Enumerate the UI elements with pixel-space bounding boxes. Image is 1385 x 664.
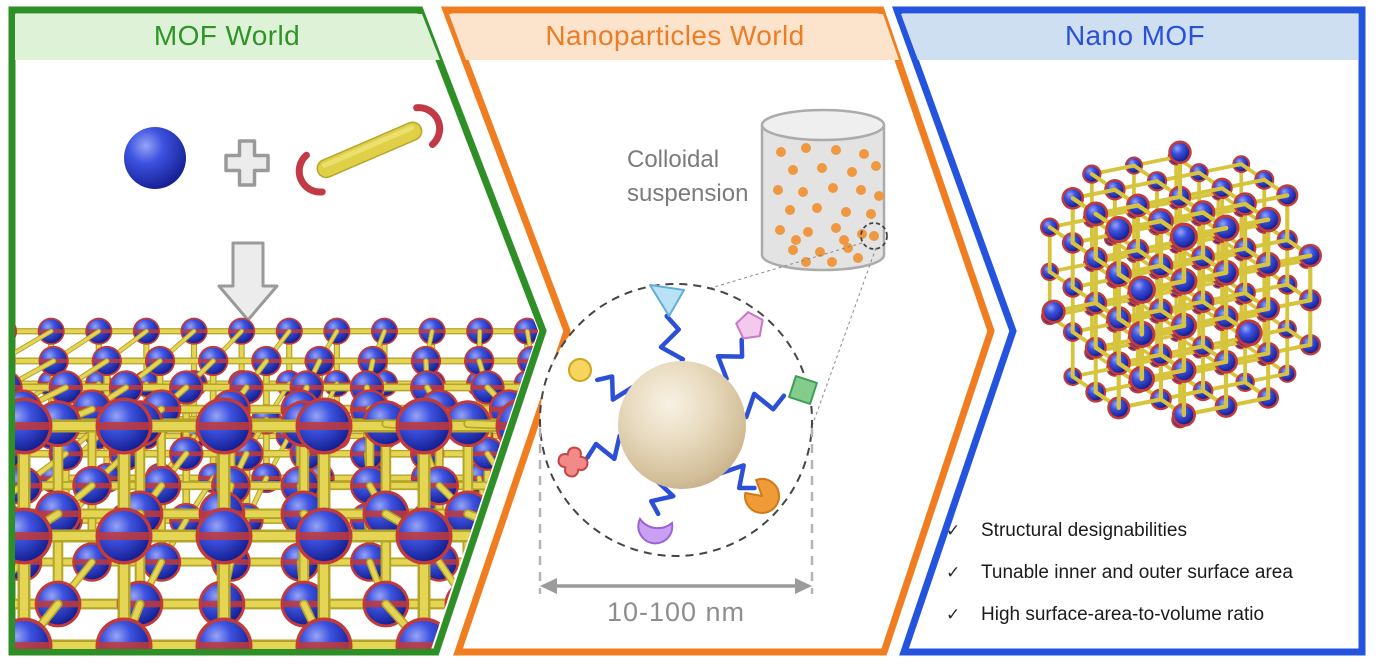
panel-title-nanoparticles-world: Nanoparticles World [545, 20, 805, 51]
metal-node-icon [124, 127, 186, 189]
circle-end-icon [568, 358, 592, 382]
square-end-icon [788, 375, 818, 405]
nano-mof-feature-list: ✓ Structural designabilities ✓ Tunable i… [946, 520, 1366, 646]
plus-icon [224, 139, 270, 187]
feature-label: Structural designabilities [981, 520, 1187, 541]
nano-mof-header-band [901, 14, 1358, 60]
panel-title-mof-world: MOF World [153, 20, 301, 51]
colloid-dots [773, 143, 884, 267]
zoom-circle-small [860, 222, 888, 250]
organic-linker-icon [295, 104, 444, 196]
panel-title-nano-mof: Nano MOF [1064, 20, 1206, 51]
feature-label: High surface-area-to-volume ratio [981, 604, 1265, 625]
dimension-lines [538, 428, 814, 594]
nano-mof-sphere-graphic [1039, 140, 1323, 429]
down-arrow-icon [217, 241, 279, 322]
check-icon: ✓ [946, 605, 961, 625]
feature-item: ✓ Structural designabilities [946, 520, 1366, 546]
ligand-end-groups [557, 284, 818, 545]
nanoparticles-world-header-band [449, 14, 899, 60]
feature-item: ✓ Tunable inner and outer surface area [946, 562, 1366, 588]
mof-world-header-band [15, 14, 440, 60]
crescent-end-icon [637, 517, 674, 545]
dimension-arrow [540, 578, 812, 594]
check-icon: ✓ [946, 521, 961, 541]
check-icon: ✓ [946, 563, 961, 583]
nanoparticles-world-content [538, 108, 888, 594]
triangle-end-icon [649, 284, 685, 317]
nanoparticle-core [618, 361, 746, 489]
feature-item: ✓ High surface-area-to-volume ratio [946, 604, 1366, 630]
zoom-cone-lines [579, 242, 877, 444]
pacman-end-icon [744, 477, 780, 514]
size-scale-label: 10-100 nm [606, 597, 746, 627]
pentagon-end-icon [735, 311, 764, 340]
beaker-graphic [760, 108, 886, 272]
feature-label: Tunable inner and outer surface area [981, 562, 1293, 583]
clover-end-icon [557, 446, 589, 478]
colloidal-suspension-label: Colloidal suspension [627, 146, 749, 207]
